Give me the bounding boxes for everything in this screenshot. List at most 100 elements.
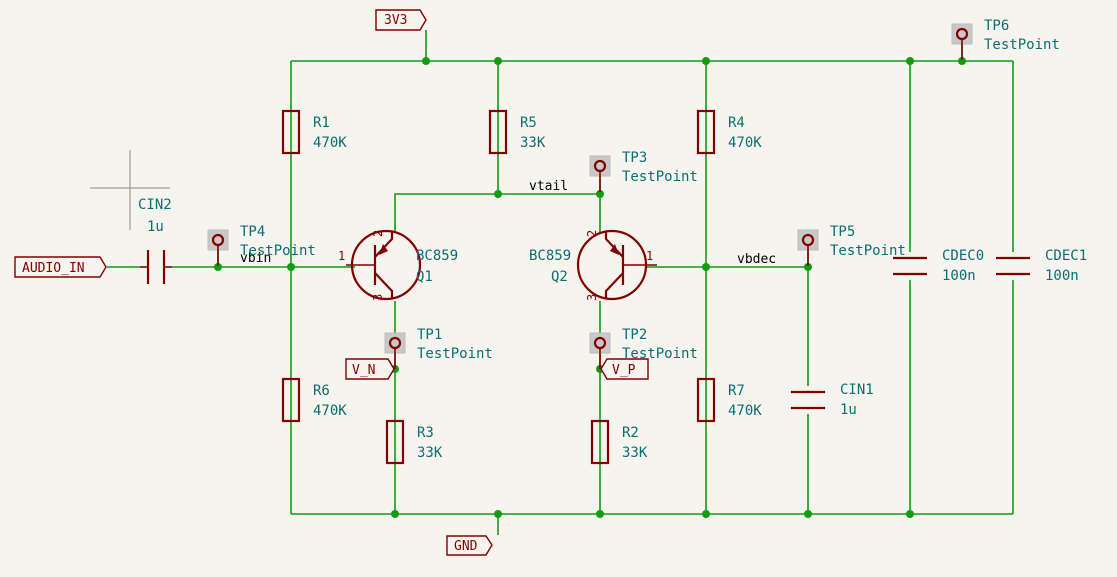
- testpoints: TP1TestPointTP2TestPointTP3TestPointTP4T…: [207, 18, 1060, 369]
- resistor-ref: R1: [313, 115, 330, 131]
- junction-dot: [906, 57, 914, 65]
- port-v-n-label: V_N: [352, 363, 375, 378]
- resistor-r4[interactable]: R4 470K: [696, 109, 762, 155]
- port-v-p-label: V_P: [612, 363, 636, 378]
- junction-dot: [702, 263, 710, 271]
- junction-dot: [494, 510, 502, 518]
- resistor-ref: R7: [728, 383, 745, 399]
- testpoint-value: TestPoint: [417, 346, 493, 362]
- capacitor-cin1[interactable]: CIN1 1u: [786, 382, 874, 418]
- capacitor-cin2[interactable]: CIN2 1u: [138, 197, 172, 287]
- testpoint-value: TestPoint: [622, 169, 698, 185]
- port-audio-in-label: AUDIO_IN: [22, 261, 85, 276]
- transistor-pin-number: 3: [585, 294, 599, 301]
- capacitor-ref: CIN2: [138, 197, 172, 213]
- junction-dot: [958, 57, 966, 65]
- junction-dot: [422, 57, 430, 65]
- testpoint-value: TestPoint: [984, 37, 1060, 53]
- power-port-gnd-label: GND: [454, 539, 478, 554]
- junction-dot: [702, 57, 710, 65]
- capacitor-cdec0[interactable]: CDEC0 100n: [888, 248, 984, 284]
- capacitor-ref: CDEC1: [1045, 248, 1087, 264]
- resistor-value: 33K: [622, 445, 648, 461]
- transistor-ref: Q2: [551, 269, 568, 285]
- transistor-pin-number: 3: [371, 294, 385, 301]
- resistor-ref: R3: [417, 425, 434, 441]
- resistor-ref: R4: [728, 115, 745, 131]
- capacitor-value: 1u: [840, 402, 857, 418]
- transistor-pin-number: 1: [338, 249, 345, 263]
- transistor-pin-number: 2: [585, 230, 599, 237]
- testpoint-ref: TP5: [830, 224, 855, 240]
- junction-dot: [804, 510, 812, 518]
- testpoint-ref: TP1: [417, 327, 442, 343]
- junction-dot: [391, 510, 399, 518]
- resistor-r6[interactable]: R6 470K: [281, 377, 347, 423]
- testpoint-value: TestPoint: [830, 243, 906, 259]
- capacitor-ref: CIN1: [840, 382, 874, 398]
- resistor-ref: R6: [313, 383, 330, 399]
- port-audio-in[interactable]: AUDIO_IN: [14, 256, 107, 278]
- port-v-p[interactable]: V_P: [600, 358, 649, 380]
- testpoint-ref: TP4: [240, 224, 265, 240]
- testpoint-value: TestPoint: [240, 243, 316, 259]
- resistor-ref: R5: [520, 115, 537, 131]
- net-label-vtail: vtail: [529, 179, 568, 194]
- transistor-value: BC859: [529, 248, 571, 264]
- capacitor-value: 100n: [1045, 268, 1079, 284]
- capacitor-value: 100n: [942, 268, 976, 284]
- power-port-gnd[interactable]: GND: [446, 535, 493, 556]
- power-port-3v3-label: 3V3: [384, 13, 407, 28]
- resistor-r1[interactable]: R1 470K: [281, 109, 347, 155]
- resistor-value: 33K: [520, 135, 546, 151]
- capacitor-cdec1[interactable]: CDEC1 100n: [991, 248, 1087, 284]
- testpoint-ref: TP3: [622, 150, 647, 166]
- capacitor-ref: CDEC0: [942, 248, 984, 264]
- port-v-n[interactable]: V_N: [345, 358, 395, 380]
- junction-dot: [494, 190, 502, 198]
- capacitor-value: 1u: [147, 219, 164, 235]
- resistor-ref: R2: [622, 425, 639, 441]
- transistor-pin-number: 2: [371, 230, 385, 237]
- junction-dot: [596, 510, 604, 518]
- resistor-value: 470K: [728, 403, 762, 419]
- junction-dot: [906, 510, 914, 518]
- resistor-value: 470K: [313, 135, 347, 151]
- resistor-value: 470K: [313, 403, 347, 419]
- power-port-3v3[interactable]: 3V3: [375, 9, 427, 31]
- testpoint-value: TestPoint: [622, 346, 698, 362]
- junction-dot: [596, 190, 604, 198]
- junction-dot: [702, 510, 710, 518]
- junction-dot: [287, 263, 295, 271]
- resistor-value: 33K: [417, 445, 443, 461]
- junction-dot: [804, 263, 812, 271]
- transistor-ref: Q1: [416, 269, 433, 285]
- junction-dot: [214, 263, 222, 271]
- wire-vtail[interactable]: [394, 193, 601, 233]
- transistor-pin-number: 1: [646, 249, 653, 263]
- net-label-vbdec: vbdec: [737, 252, 776, 267]
- testpoint-ref: TP2: [622, 327, 647, 343]
- crosshair-cursor-icon: [90, 150, 170, 230]
- junction-dot: [494, 57, 502, 65]
- transistor-value: BC859: [416, 248, 458, 264]
- resistor-value: 470K: [728, 135, 762, 151]
- testpoint-ref: TP6: [984, 18, 1009, 34]
- net-label-vbin: vbin: [240, 251, 271, 266]
- resistor-r7[interactable]: R7 470K: [696, 377, 762, 423]
